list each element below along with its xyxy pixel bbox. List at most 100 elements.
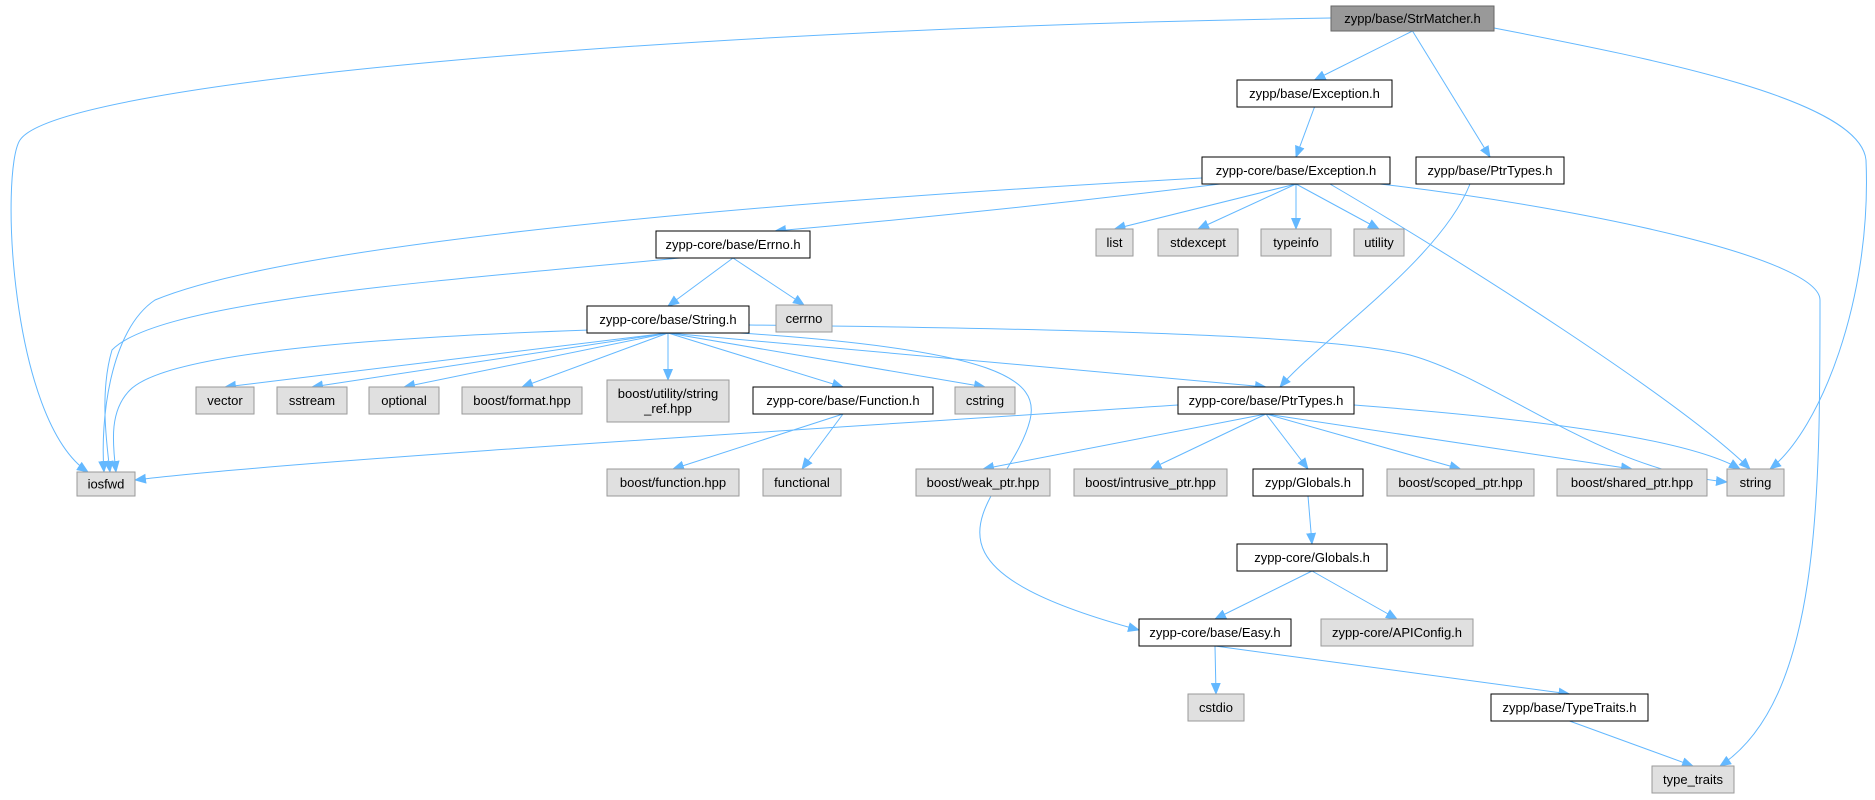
node-box <box>606 379 730 423</box>
node-cglob[interactable]: zypp-core/Globals.h <box>1236 543 1388 572</box>
node-box <box>655 230 811 259</box>
node-box <box>1157 228 1239 257</box>
node-box <box>954 386 1016 415</box>
node-cstdio[interactable]: cstdio <box>1187 693 1245 722</box>
edge-strmatcher-to-iosfwd <box>10 17 1332 473</box>
node-cexc[interactable]: zypp-core/base/Exception.h <box>1201 156 1391 185</box>
node-functional[interactable]: functional <box>762 468 842 497</box>
edge-strmatcher-to-exc <box>1313 30 1413 81</box>
node-bfunction[interactable]: boost/function.hpp <box>606 468 740 497</box>
node-label: zypp-core/base/PtrTypes.h <box>1189 393 1344 408</box>
edge-string_h-to-optional <box>403 332 669 390</box>
edge-cfunc-to-functional <box>801 413 844 470</box>
edge-strmatcher-to-string <box>1493 27 1867 470</box>
edge-ptr1-to-cptr <box>1279 183 1471 388</box>
node-label: boost/weak_ptr.hpp <box>927 475 1040 490</box>
node-label: cstring <box>966 393 1004 408</box>
node-cstring[interactable]: cstring <box>954 386 1016 415</box>
node-exc[interactable]: zypp/base/Exception.h <box>1236 79 1393 108</box>
node-box <box>195 386 255 415</box>
node-easy[interactable]: zypp-core/base/Easy.h <box>1138 618 1292 647</box>
node-box <box>752 386 934 415</box>
node-box <box>1236 543 1388 572</box>
node-label: zypp-core/base/Function.h <box>766 393 919 408</box>
node-ttraits[interactable]: zypp/base/TypeTraits.h <box>1490 693 1649 722</box>
edges <box>10 17 1867 767</box>
node-box <box>1415 156 1565 185</box>
node-cerrno[interactable]: cerrno <box>775 304 833 333</box>
node-utility[interactable]: utility <box>1353 228 1405 257</box>
node-typeinfo[interactable]: typeinfo <box>1260 228 1332 257</box>
node-bweak[interactable]: boost/weak_ptr.hpp <box>915 468 1051 497</box>
edge-cptr-to-bweak <box>982 413 1267 472</box>
edge-cexc-to-string <box>1329 183 1751 470</box>
edge-cexc-to-iosfwd <box>98 177 1203 473</box>
node-label: zypp-core/base/Easy.h <box>1149 625 1280 640</box>
node-cfunc[interactable]: zypp-core/base/Function.h <box>752 386 934 415</box>
edge-string_h-to-vector <box>224 332 669 391</box>
node-bintr[interactable]: boost/intrusive_ptr.hpp <box>1073 468 1228 497</box>
node-optional[interactable]: optional <box>368 386 440 415</box>
edge-cptr-to-iosfwd <box>134 404 1179 484</box>
node-box <box>1201 156 1391 185</box>
node-label: cstdio <box>1199 700 1233 715</box>
node-cptr[interactable]: zypp-core/base/PtrTypes.h <box>1177 386 1355 415</box>
edge-cglob-to-easy <box>1214 570 1313 620</box>
node-ptr1[interactable]: zypp/base/PtrTypes.h <box>1415 156 1565 185</box>
node-sstream[interactable]: sstream <box>276 386 348 415</box>
node-label: boost/shared_ptr.hpp <box>1571 475 1693 490</box>
edge-string_h-to-easy <box>739 332 1140 632</box>
edge-cptr-to-bintr <box>1149 413 1267 470</box>
edge-errno-to-cerrno <box>732 257 805 306</box>
nodes: zypp/base/StrMatcher.h zypp/base/Exceptio… <box>76 5 1785 794</box>
node-box <box>1138 618 1292 647</box>
edge-errno-to-string_h <box>667 257 734 307</box>
edge-cexc-to-list <box>1113 183 1297 232</box>
node-label: zypp-core/base/String.h <box>599 312 736 327</box>
edge-cptr-to-bshared <box>1265 413 1633 473</box>
node-apiconf[interactable]: zypp-core/APIConfig.h <box>1320 618 1474 647</box>
node-bformat[interactable]: boost/format.hpp <box>461 386 583 415</box>
node-string_h[interactable]: zypp-core/base/String.h <box>586 305 750 334</box>
node-label: zypp/base/TypeTraits.h <box>1503 700 1637 715</box>
node-box <box>1651 765 1735 794</box>
node-box <box>586 305 750 334</box>
node-label: zypp-core/base/Errno.h <box>665 237 800 252</box>
node-label: vector <box>207 393 243 408</box>
edge-string_h-to-bformat <box>521 332 669 388</box>
node-label: zypp-core/base/Exception.h <box>1216 163 1376 178</box>
node-label: optional <box>381 393 427 408</box>
node-zglob[interactable]: zypp/Globals.h <box>1252 468 1364 497</box>
node-box <box>1330 5 1495 32</box>
node-list[interactable]: list <box>1095 228 1134 257</box>
node-label: boost/function.hpp <box>620 475 726 490</box>
edge-ttraits-to-type_traits <box>1569 720 1694 767</box>
node-errno[interactable]: zypp-core/base/Errno.h <box>655 230 811 259</box>
node-iosfwd[interactable]: iosfwd <box>76 471 136 497</box>
edge-cexc-to-stdexcept <box>1197 183 1297 230</box>
node-string[interactable]: string <box>1726 468 1785 497</box>
edge-string_h-to-iosfwd <box>109 329 591 473</box>
node-bshared[interactable]: boost/shared_ptr.hpp <box>1556 468 1708 497</box>
node-label: zypp/Globals.h <box>1265 475 1351 490</box>
edge-string_h-to-cptr <box>667 332 1267 391</box>
edge-cptr-to-bscoped <box>1265 413 1462 471</box>
node-bstrref[interactable]: boost/utility/string_ref.hpp <box>606 379 730 423</box>
node-box <box>1236 79 1393 108</box>
node-box <box>762 468 842 497</box>
node-box <box>368 386 440 415</box>
node-box <box>1260 228 1332 257</box>
node-type_traits[interactable]: type_traits <box>1651 765 1735 794</box>
node-box <box>1320 618 1474 647</box>
node-vector[interactable]: vector <box>195 386 255 415</box>
edge-easy-to-cstdio <box>1210 645 1221 695</box>
node-strmatcher[interactable]: zypp/base/StrMatcher.h <box>1330 5 1495 32</box>
node-label: zypp-core/Globals.h <box>1254 550 1370 565</box>
node-label: typeinfo <box>1273 235 1319 250</box>
node-label: zypp/base/StrMatcher.h <box>1344 11 1481 26</box>
node-bscoped[interactable]: boost/scoped_ptr.hpp <box>1386 468 1535 497</box>
node-box <box>1490 693 1649 722</box>
node-box <box>1187 693 1245 722</box>
node-stdexcept[interactable]: stdexcept <box>1157 228 1239 257</box>
